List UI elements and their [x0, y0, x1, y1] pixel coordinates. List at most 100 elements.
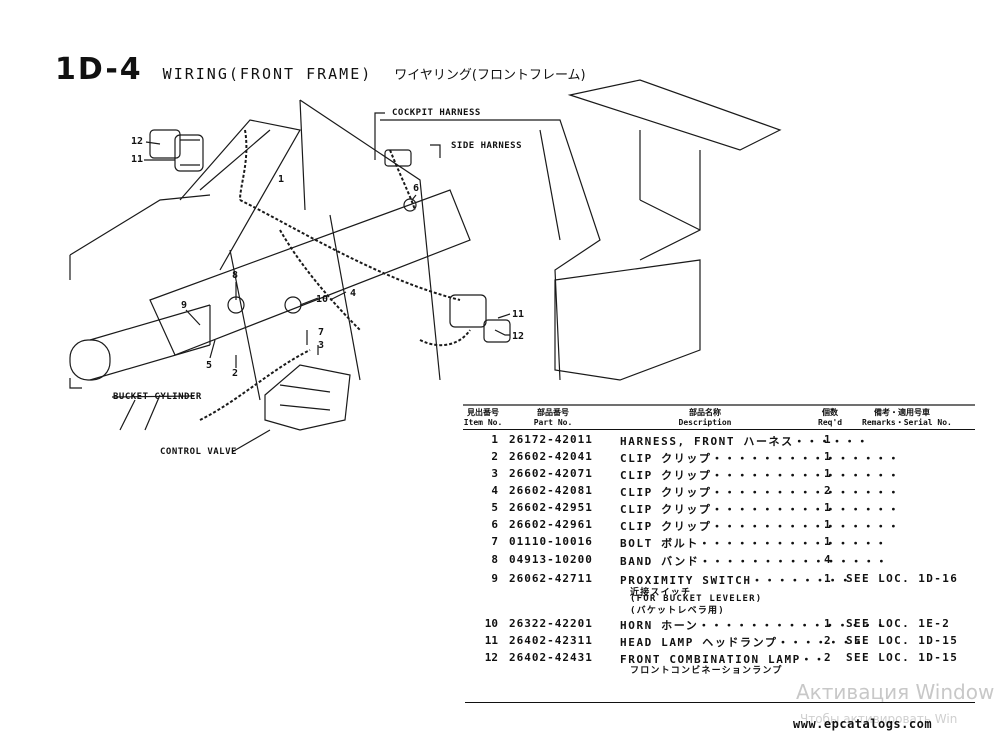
cell-remarks: SEE LOC. 1D-16: [846, 572, 959, 585]
cell-qty: 1: [824, 433, 831, 446]
table-row: 7 01110-10016 BOLT ボルト・・・・・・・・・・・・・・・1: [462, 535, 1002, 552]
marker-5: 5: [206, 360, 213, 371]
cell-qty: 1: [824, 518, 831, 531]
cell-item: 10: [484, 617, 498, 630]
cell-desc: CLIP クリップ・・・・・・・・・・・・・・・: [620, 520, 901, 533]
cell-item: 11: [484, 634, 498, 647]
table-row: 11 26402-42311 HEAD LAMP ヘッドランプ・・・・・・・2 SEE…: [462, 634, 1002, 651]
header-req: 個数 Req'd: [818, 408, 843, 427]
cell-part: 26402-42311: [509, 634, 593, 647]
subnote-r9-1: 近接スイッチ: [630, 588, 692, 598]
cell-qty: 2: [824, 634, 831, 647]
callout-side-harness: SIDE HARNESS: [451, 141, 523, 151]
cell-qty: 1: [824, 467, 831, 480]
section-code: 1D-4: [55, 52, 143, 87]
cell-qty: 4: [824, 553, 831, 566]
table-row: 3 26602-42071 CLIP クリップ・・・・・・・・・・・・・・・1: [462, 467, 1002, 484]
cell-desc: BAND バンド・・・・・・・・・・・・・・・: [620, 555, 889, 568]
cell-part: 26172-42011: [509, 433, 593, 446]
cell-item: 2: [491, 450, 498, 463]
cell-item: 9: [491, 572, 498, 585]
cell-item: 1: [491, 433, 498, 446]
table-row: 10 26322-42201 HORN ホーン・・・・・・・・・・・・・・・1 SEE…: [462, 617, 1002, 634]
table-row: 8 04913-10200 BAND バンド・・・・・・・・・・・・・・・4: [462, 553, 1002, 570]
table-row: 6 26602-42961 CLIP クリップ・・・・・・・・・・・・・・・1: [462, 518, 1002, 535]
subnote-r9-2: (FOR BUCKET LEVELER): [630, 594, 763, 604]
cell-desc: FRONT COMBINATION LAMP・・: [620, 653, 827, 666]
header-divider: [463, 429, 975, 430]
cell-qty: 1: [824, 572, 831, 585]
cell-qty: 2: [824, 484, 831, 497]
cell-part: 26062-42711: [509, 572, 593, 585]
marker-9: 9: [181, 300, 188, 311]
cell-desc: PROXIMITY SWITCH・・・・・・・・: [620, 574, 853, 587]
table-row: 5 26602-42951 CLIP クリップ・・・・・・・・・・・・・・・1: [462, 501, 1002, 518]
cell-item: 3: [491, 467, 498, 480]
cell-part: 26602-42961: [509, 518, 593, 531]
cell-qty: 1: [824, 617, 831, 630]
os-activation-watermark-sub: Чтобы активировать Win: [800, 712, 958, 726]
cell-desc: CLIP クリップ・・・・・・・・・・・・・・・: [620, 452, 901, 465]
page-title: 1D-4 WIRING(FRONT FRAME) ワイヤリング(フロントフレーム…: [55, 52, 586, 87]
cell-item: 7: [491, 535, 498, 548]
marker-3: 3: [318, 340, 325, 351]
marker-11-left: 11: [131, 154, 144, 165]
cell-item: 6: [491, 518, 498, 531]
cell-desc: CLIP クリップ・・・・・・・・・・・・・・・: [620, 486, 901, 499]
cell-part: 01110-10016: [509, 535, 593, 548]
cell-part: 26602-42081: [509, 484, 593, 497]
table-row: 2 26602-42041 CLIP クリップ・・・・・・・・・・・・・・・1: [462, 450, 1002, 467]
header-item: 見出番号 Item No.: [463, 408, 503, 427]
cell-item: 12: [484, 651, 498, 664]
cell-desc: CLIP クリップ・・・・・・・・・・・・・・・: [620, 469, 901, 482]
callout-control-valve: CONTROL VALVE: [160, 447, 237, 457]
marker-7: 7: [318, 327, 325, 338]
os-activation-watermark: Активация Window: [796, 680, 995, 704]
cell-desc: HARNESS, FRONT ハーネス・・・・・・: [620, 435, 870, 448]
marker-2: 2: [232, 368, 239, 379]
cell-desc: HORN ホーン・・・・・・・・・・・・・・・: [620, 619, 888, 632]
title-english: WIRING(FRONT FRAME): [162, 65, 373, 83]
header-description: 部品名称 Description: [678, 408, 732, 427]
table-row: 9 26062-42711 PROXIMITY SWITCH・・・・・・・・1 SEE…: [462, 572, 1002, 589]
marker-12-right: 12: [512, 331, 525, 342]
cell-qty: 1: [824, 501, 831, 514]
cell-part: 26322-42201: [509, 617, 593, 630]
title-japanese: ワイヤリング(フロントフレーム): [394, 68, 586, 83]
marker-1: 1: [278, 174, 285, 185]
marker-4: 4: [350, 288, 357, 299]
cell-remarks: SEE LOC. 1D-15: [846, 651, 959, 664]
cell-part: 26602-42071: [509, 467, 593, 480]
cell-desc: BOLT ボルト・・・・・・・・・・・・・・・: [620, 537, 888, 550]
marker-8: 8: [232, 270, 239, 281]
cell-qty: 2: [824, 651, 831, 664]
subnote-r9-3: (バケットレベラ用): [630, 606, 725, 616]
table-bottom-rule: [465, 702, 975, 703]
cell-remarks: SEE LOC. 1E-2: [846, 617, 951, 630]
subnote-r12-1: フロントコンビネーションランプ: [630, 666, 783, 676]
header-part: 部品番号 Part No.: [533, 408, 573, 427]
cell-desc: HEAD LAMP ヘッドランプ・・・・・・・: [620, 636, 866, 649]
cell-part: 26402-42431: [509, 651, 593, 664]
callout-bucket-cylinder: BUCKET CYLINDER: [113, 392, 202, 402]
cell-qty: 1: [824, 535, 831, 548]
cell-item: 4: [491, 484, 498, 497]
cell-desc: CLIP クリップ・・・・・・・・・・・・・・・: [620, 503, 901, 516]
marker-10: 10: [316, 294, 329, 305]
cell-remarks: SEE LOC. 1D-15: [846, 634, 959, 647]
cell-qty: 1: [824, 450, 831, 463]
marker-12-left: 12: [131, 136, 144, 147]
cell-part: 04913-10200: [509, 553, 593, 566]
cell-part: 26602-42951: [509, 501, 593, 514]
cell-part: 26602-42041: [509, 450, 593, 463]
table-row: 4 26602-42081 CLIP クリップ・・・・・・・・・・・・・・・2: [462, 484, 1002, 501]
cell-item: 5: [491, 501, 498, 514]
callout-cockpit-harness: COCKPIT HARNESS: [392, 108, 481, 118]
marker-11-right: 11: [512, 309, 525, 320]
site-url[interactable]: www.epcatalogs.com: [793, 717, 933, 731]
cell-item: 8: [491, 553, 498, 566]
table-row: 12 26402-42431 FRONT COMBINATION LAMP・・2 SE…: [462, 651, 1002, 668]
marker-6: 6: [413, 183, 420, 194]
